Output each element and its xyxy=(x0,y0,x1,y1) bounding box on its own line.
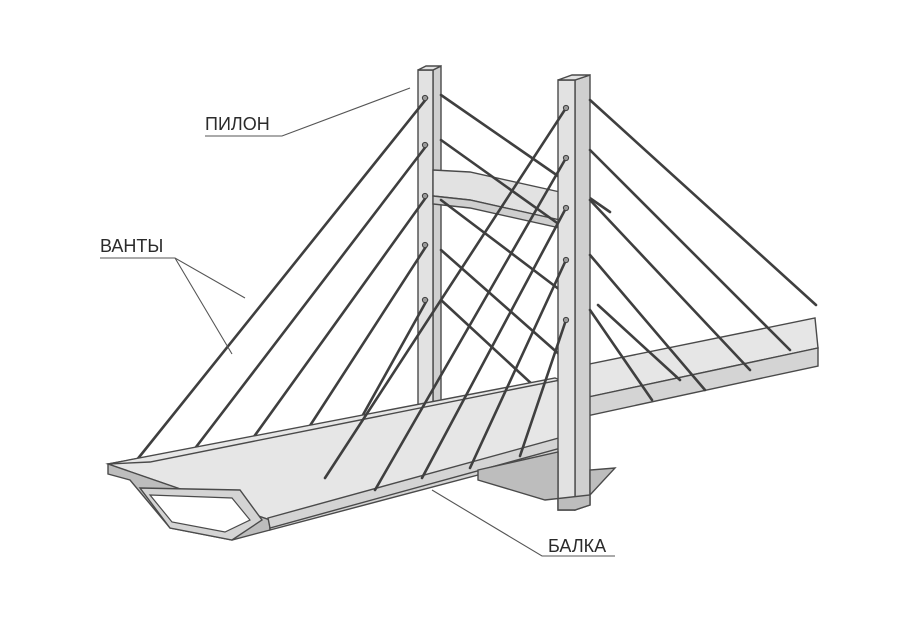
cable-anchors xyxy=(421,94,570,324)
pylon-front xyxy=(477,74,617,511)
leader-lines xyxy=(100,87,615,557)
deck-far-section xyxy=(559,317,819,421)
label-beam: БАЛКА xyxy=(548,536,606,556)
cables-front-pylon xyxy=(323,98,818,492)
pylon-back xyxy=(417,64,442,424)
label-pylon: ПИЛОН xyxy=(205,114,270,134)
beam-leader xyxy=(431,489,615,557)
pylon-leader xyxy=(205,87,411,137)
cables-leader-a xyxy=(100,257,246,299)
cables-leader-b xyxy=(174,257,233,355)
label-cables: ВАНТЫ xyxy=(100,236,163,256)
